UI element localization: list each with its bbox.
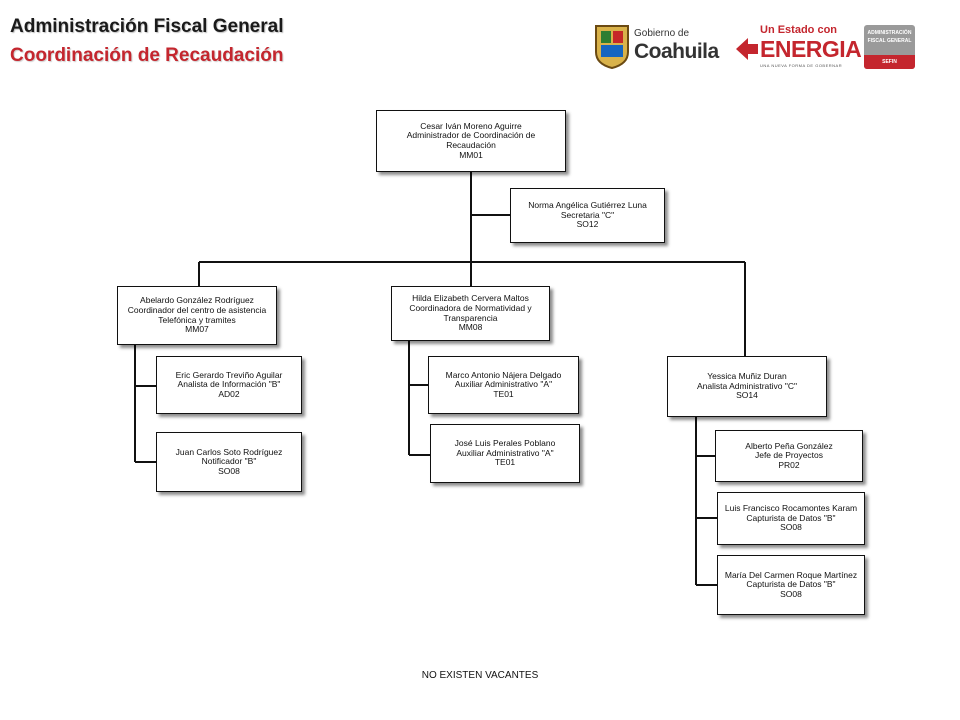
box-position: Auxiliar Administrativo "A"	[456, 447, 554, 458]
org-box-analyst-info: Eric Gerardo Treviño Aguilar Analista de…	[156, 356, 302, 414]
box-code: TE01	[493, 388, 514, 399]
box-position: Analista de Información "B"	[177, 379, 281, 390]
box-name: Alberto Peña González	[745, 440, 833, 451]
page-subtitle: Coordinación de Recaudación	[10, 45, 284, 66]
box-code: MM01	[459, 149, 483, 160]
box-position: Auxiliar Administrativo "A"	[454, 379, 553, 390]
box-code: SO14	[736, 390, 758, 401]
coahuila-shield-icon	[595, 25, 629, 70]
afg-line3: SEFIN	[864, 55, 915, 69]
box-position-cont: Transparencia	[443, 312, 498, 323]
org-box-notifier: Juan Carlos Soto Rodríguez Notificador "…	[156, 432, 302, 492]
energia-line2: ENERGIA	[760, 36, 862, 62]
box-position: Coordinador del centro de asistencia	[127, 304, 267, 315]
box-position-cont: Recaudación	[446, 140, 496, 150]
org-box-aux-admin-2: José Luis Perales Poblano Auxiliar Admin…	[430, 424, 580, 483]
energia-line1: Un Estado con	[760, 24, 838, 36]
org-box-data-entry-1: Luis Francisco Rocamontes Karam Capturis…	[717, 492, 865, 545]
box-code: MM08	[458, 322, 483, 333]
org-box-coordinator-regulation: Hilda Elizabeth Cervera Maltos Coordinad…	[391, 286, 550, 341]
coahuila-line2: Coahuila	[634, 40, 719, 63]
box-name: José Luis Perales Poblano	[454, 438, 556, 449]
box-name: Yessica Muñiz Duran	[707, 371, 787, 382]
org-box-administrator: Cesar Iván Moreno Aguirre Administrador …	[376, 110, 566, 172]
box-name: Eric Gerardo Treviño Aguilar	[175, 369, 283, 380]
box-position: Secretaria "C"	[560, 209, 615, 220]
box-code: SO08	[780, 588, 802, 599]
coahuila-line1: Gobierno de	[634, 28, 690, 39]
box-position: Notificador "B"	[201, 456, 257, 467]
org-box-project-lead: Alberto Peña González Jefe de Proyectos …	[715, 430, 863, 482]
box-name: Cesar Iván Moreno Aguirre	[420, 120, 522, 131]
energia-logo: Un Estado con ENERGIA UNA NUEVA FORMA DE…	[732, 22, 862, 72]
box-name: Norma Angélica Gutiérrez Luna	[528, 200, 647, 211]
vacancies-note: NO EXISTEN VACANTES	[421, 670, 539, 681]
box-code: SO12	[576, 219, 599, 230]
org-box-coordinator-assistance: Abelardo González Rodríguez Coordinador …	[117, 286, 277, 345]
box-name: Abelardo González Rodríguez	[140, 295, 254, 306]
box-name: Luis Francisco Rocamontes Karam	[724, 503, 858, 514]
org-box-admin-analyst: Yessica Muñiz Duran Analista Administrat…	[667, 356, 827, 417]
box-code: MM07	[185, 324, 209, 335]
box-name: María Del Carmen Roque Martínez	[724, 569, 858, 580]
coahuila-logo: Gobierno de Coahuila	[594, 22, 724, 70]
page-title: Administración Fiscal General	[10, 16, 284, 37]
afg-line2: FISCAL GENERAL	[867, 38, 912, 44]
org-box-secretary: Norma Angélica Gutiérrez Luna Secretaria…	[510, 188, 665, 243]
box-position: Coordinadora de Normatividad y	[409, 302, 532, 313]
box-name: Marco Antonio Nájera Delgado	[445, 369, 562, 380]
box-position: Jefe de Proyectos	[754, 450, 824, 461]
box-name: Juan Carlos Soto Rodríguez	[175, 446, 283, 457]
afg-line1: ADMINISTRACIÓN	[867, 30, 912, 36]
box-position: Capturista de Datos "B"	[746, 579, 836, 590]
org-box-aux-admin-1: Marco Antonio Nájera Delgado Auxiliar Ad…	[428, 356, 579, 414]
box-code: TE01	[494, 457, 516, 468]
org-box-data-entry-2: María Del Carmen Roque Martínez Capturis…	[717, 555, 865, 615]
box-position-cont: Telefónica y tramites	[158, 314, 236, 325]
box-name: Hilda Elizabeth Cervera Maltos	[412, 293, 529, 304]
box-code: SO08	[780, 522, 802, 533]
energia-tagline: UNA NUEVA FORMA DE GOBERNAR	[760, 63, 843, 68]
box-position: Administrador de Coordinación de	[406, 130, 536, 141]
box-code: AD02	[218, 388, 240, 399]
box-code: SO08	[218, 465, 240, 476]
box-position: Analista Administrativo "C"	[696, 380, 798, 391]
arrow-icon	[736, 38, 758, 60]
box-code: PR02	[778, 459, 800, 470]
box-position: Capturista de Datos "B"	[746, 512, 836, 523]
afg-logo: ADMINISTRACIÓN FISCAL GENERAL SEFIN	[864, 25, 915, 69]
